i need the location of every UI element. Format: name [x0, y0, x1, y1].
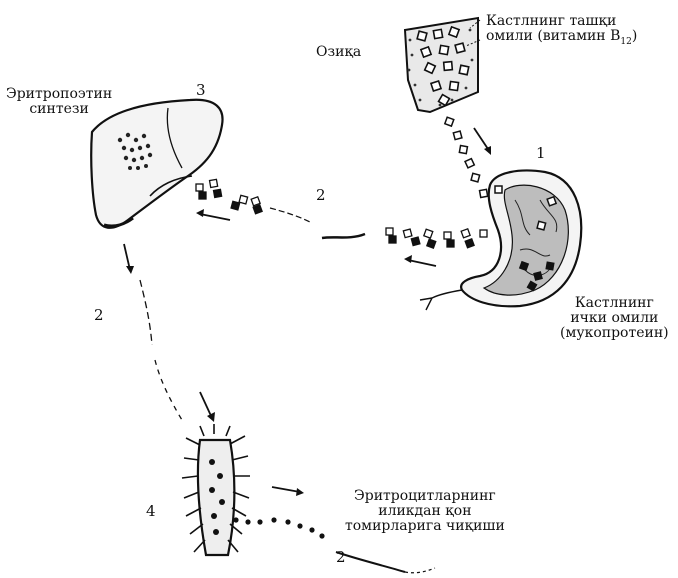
step-number-3: 3	[196, 81, 206, 99]
vessel-bottom	[336, 552, 435, 573]
arrow-to-marrow	[200, 392, 215, 422]
stomach	[420, 171, 581, 310]
arrow-food-to-stomach	[474, 128, 491, 155]
food-block	[405, 18, 480, 112]
step-number-1: 1	[536, 144, 546, 162]
vessel-upper	[270, 208, 365, 238]
arrow-to-liver	[196, 209, 230, 220]
extrinsic-factor-line1: Кастлнинг ташқи	[486, 14, 637, 29]
erythropoietin-line1: Эритропоэтин	[6, 87, 112, 102]
step-number-4: 4	[146, 502, 156, 520]
step-number-2-left: 2	[94, 306, 104, 324]
erythropoietin-line2: синтези	[6, 102, 112, 117]
extrinsic-factor-subscript: 12	[620, 37, 631, 47]
complex-stream-upper	[386, 228, 487, 248]
step-number-2-top: 2	[316, 186, 326, 204]
erythrocyte-stream	[233, 517, 324, 538]
step-number-2-bottom: 2	[336, 548, 346, 566]
complex-stream-near-liver	[196, 179, 262, 213]
b12-stream	[445, 117, 488, 197]
bone-marrow	[182, 424, 250, 555]
extrinsic-factor-line2-text: омили (витамин В	[486, 28, 620, 44]
intrinsic-factor-line3: (мукопротеин)	[560, 326, 669, 341]
arrow-liver-down	[124, 244, 134, 274]
arrow-marrow-right	[272, 487, 304, 496]
liver	[91, 100, 222, 228]
erythrocyte-release-line1: Эритроцитларнинг	[345, 489, 505, 504]
erythrocyte-release-label: Эритроцитларнинг иликдан қон томирларига…	[345, 489, 505, 534]
erythrocyte-release-line3: томирларига чиқиши	[345, 519, 505, 534]
arrow-stomach-to-liver	[404, 255, 436, 266]
extrinsic-factor-line2: омили (витамин В12)	[486, 29, 637, 50]
vessel-left	[140, 280, 182, 420]
intrinsic-factor-label: Кастлнинг ички омили (мукопротеин)	[560, 296, 669, 341]
intrinsic-factor-line1: Кастлнинг	[560, 296, 669, 311]
extrinsic-factor-line2-close: )	[632, 28, 637, 44]
food-label: Озиқа	[316, 45, 361, 60]
extrinsic-factor-label: Кастлнинг ташқи омили (витамин В12)	[486, 14, 637, 50]
erythropoietin-label: Эритропоэтин синтези	[6, 87, 112, 117]
intrinsic-factor-line2: ички омили	[560, 311, 669, 326]
erythrocyte-release-line2: иликдан қон	[345, 504, 505, 519]
